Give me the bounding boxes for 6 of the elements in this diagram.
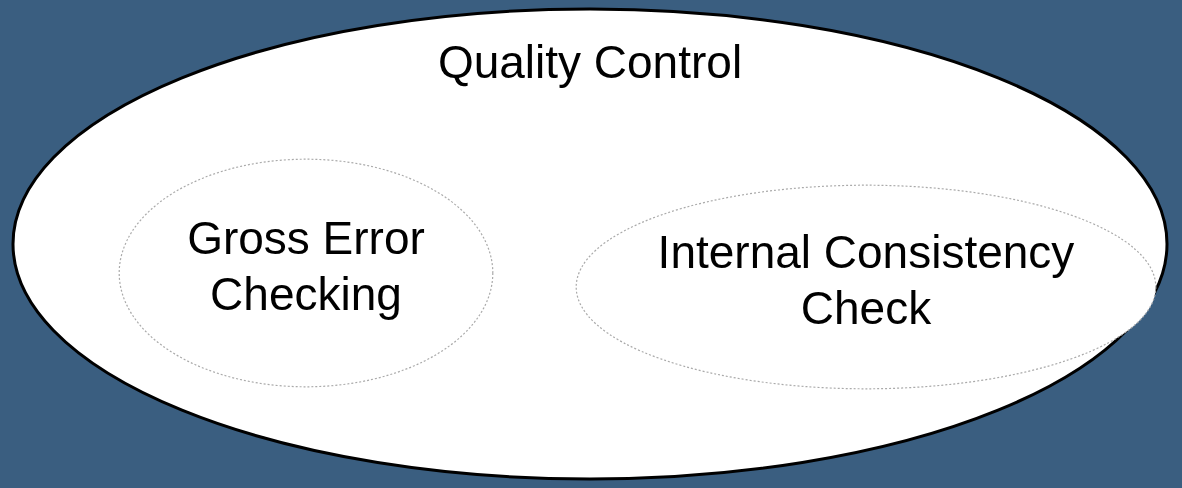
region-label: Gross Error Checking (186, 211, 426, 322)
outer-ellipse (10, 6, 1170, 482)
region-title: Quality Control (437, 35, 743, 90)
region-label: Internal Consistency Check (656, 225, 1076, 336)
inner-ellipse (575, 184, 1157, 390)
inner-ellipse (118, 158, 494, 388)
